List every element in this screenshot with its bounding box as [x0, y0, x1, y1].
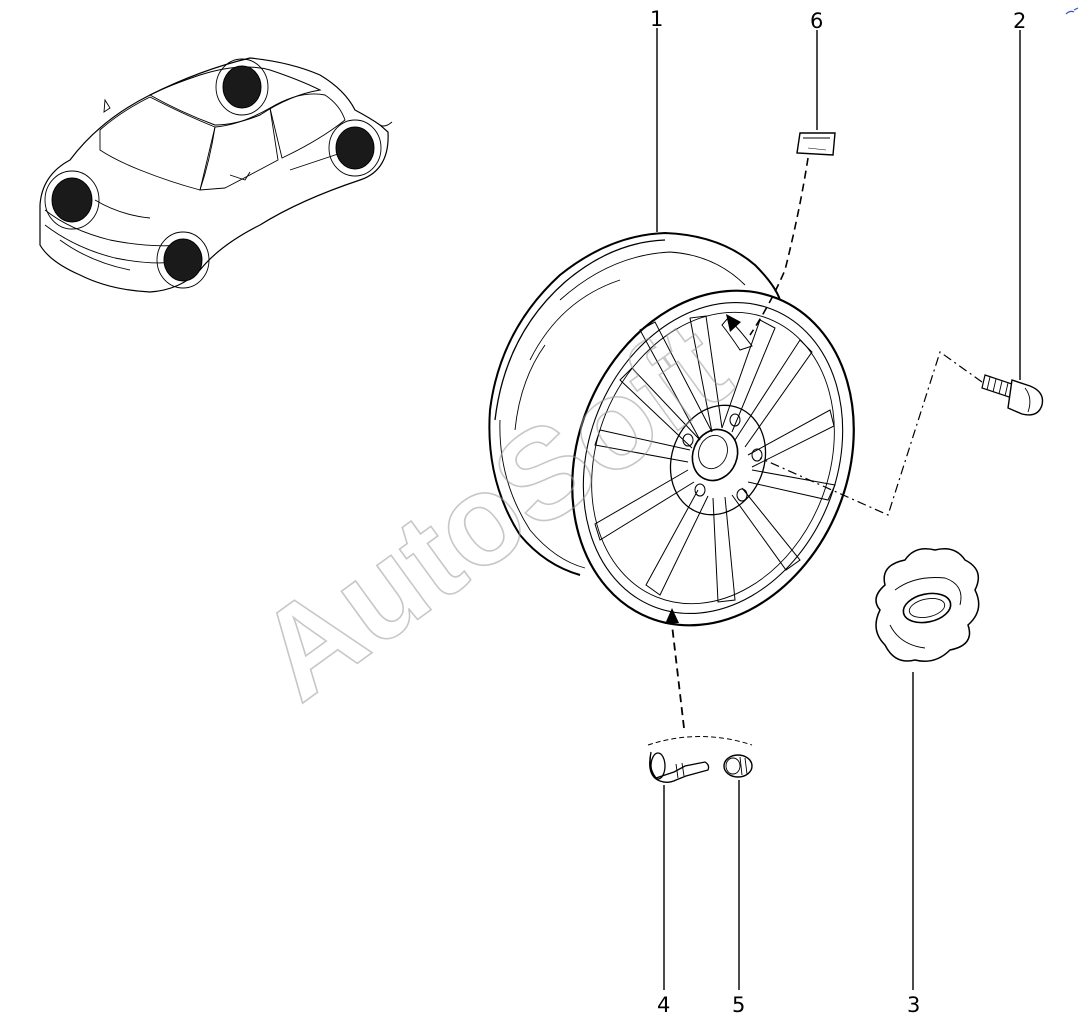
sticker-part-6: [796, 132, 836, 156]
leader-lines: [656, 28, 1021, 990]
callout-3: 3: [907, 993, 920, 1017]
callout-5: 5: [732, 993, 745, 1017]
valve-part-4: [649, 751, 710, 783]
car-overview-illustration: [39, 57, 393, 293]
watermark-text: AutoSoft: [232, 294, 753, 727]
parts-4-5-group-bracket: [647, 736, 753, 746]
callout-6: 6: [810, 9, 823, 33]
callout-1: 1: [650, 7, 663, 31]
callout-2: 2: [1013, 9, 1026, 33]
wheel-bolt-part-2: [981, 374, 1044, 416]
corner-mark: [1065, 7, 1079, 15]
rim-face-outer: [571, 289, 855, 627]
valve-cap-part-5: [723, 754, 753, 778]
arrow-to-valve-hole: [665, 608, 679, 624]
callout-4: 4: [657, 993, 670, 1017]
center-cap-emblem: [902, 592, 952, 624]
rim-face-inner: [582, 301, 844, 615]
center-cap-part-3: [875, 548, 980, 662]
wheel-spokes: [594, 315, 836, 603]
arrow-to-rim-top: [726, 314, 741, 332]
alloy-wheel-part-1: [488, 231, 855, 627]
wheel-hub: [669, 404, 767, 516]
lug-holes: [682, 413, 763, 502]
